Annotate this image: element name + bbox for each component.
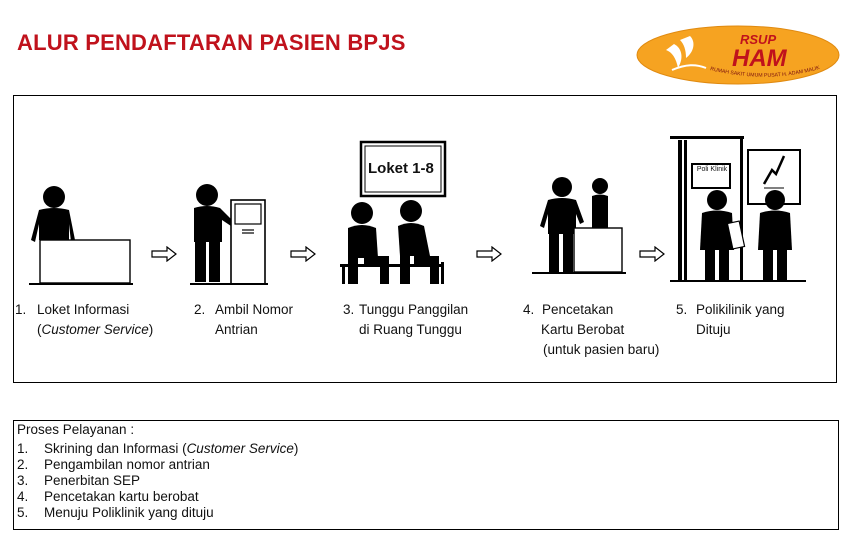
information-desk-icon bbox=[29, 186, 133, 285]
clinic-door-sign: Poli Klinik bbox=[696, 166, 728, 173]
card-printing-counter-icon bbox=[532, 177, 626, 274]
waiting-room-sign: Loket 1-8 bbox=[368, 160, 434, 177]
page-title: ALUR PENDAFTARAN PASIEN BPJS bbox=[17, 30, 406, 55]
queue-ticket-machine-icon bbox=[190, 184, 268, 285]
step-label-1: 1.Loket Informasi (Customer Service) bbox=[15, 302, 154, 337]
waiting-room-icon bbox=[340, 140, 447, 284]
list-item: 2.Pengambilan nomor antrian bbox=[17, 457, 210, 472]
list-item: 5.Menuju Poliklinik yang dituju bbox=[17, 505, 214, 520]
list-item: 3.Penerbitan SEP bbox=[17, 473, 141, 488]
arrow-right-icon bbox=[476, 246, 502, 262]
logo-main-text: HAM bbox=[732, 45, 788, 72]
service-process-panel: Proses Pelayanan : 1.Skrining dan Inform… bbox=[13, 420, 839, 530]
process-list: 1.Skrining dan Informasi (Customer Servi… bbox=[17, 441, 838, 521]
list-item: 1.Skrining dan Informasi (Customer Servi… bbox=[17, 441, 299, 456]
logo-top-text: RSUP bbox=[740, 32, 776, 47]
step-label-2: 2.Ambil Nomor Antrian bbox=[194, 302, 294, 337]
process-title: Proses Pelayanan : bbox=[17, 422, 135, 437]
hospital-logo: RSUP HAM RUMAH SAKIT UMUM PUSAT H. ADAM … bbox=[636, 25, 840, 85]
registration-flow-panel bbox=[13, 95, 837, 383]
polyclinic-room-icon bbox=[670, 136, 806, 282]
arrow-right-icon bbox=[290, 246, 316, 262]
arrow-right-icon bbox=[639, 246, 665, 262]
arrow-right-icon bbox=[151, 246, 177, 262]
step-label-3: 3.Tunggu Panggilan di Ruang Tunggu bbox=[343, 302, 469, 337]
list-item: 4.Pencetakan kartu berobat bbox=[17, 489, 199, 504]
step-label-4: 4.Pencetakan Kartu Berobat (untuk pasien… bbox=[523, 302, 660, 357]
step-label-5: 5.Polikilinik yang Dituju bbox=[676, 302, 785, 337]
